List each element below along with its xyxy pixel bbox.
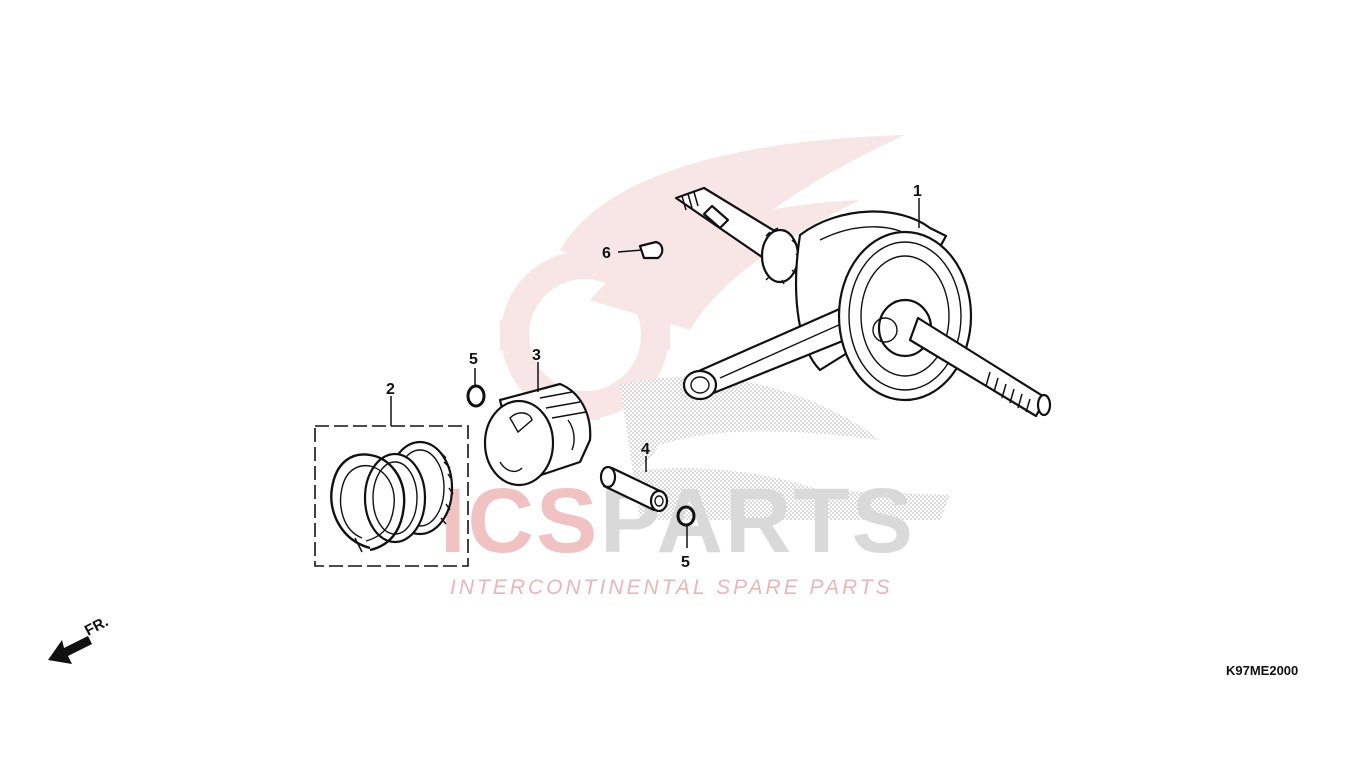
callout-6: 6 <box>602 245 611 262</box>
piston-pin <box>599 465 669 513</box>
crankshaft <box>674 186 1052 418</box>
callout-5-upper: 5 <box>469 351 478 368</box>
front-direction-indicator: FR. <box>48 613 111 664</box>
callout-1: 1 <box>913 183 922 200</box>
watermark-dotted-wing <box>620 376 950 520</box>
front-arrow-icon <box>48 636 92 664</box>
callout-3: 3 <box>532 347 541 364</box>
front-label: FR. <box>82 613 111 639</box>
callout-numbers: 1 2 3 4 5 5 6 <box>386 183 922 571</box>
woodruff-key <box>638 240 664 260</box>
piston-pin-clip-lower <box>676 505 696 527</box>
watermark-brand-ics: ICS <box>440 470 599 572</box>
callout-2: 2 <box>386 381 395 398</box>
leader-lines <box>390 198 920 548</box>
callout-5-lower: 5 <box>681 554 690 571</box>
callout-4: 4 <box>641 441 650 458</box>
drawing-code: K97ME2000 <box>1226 663 1298 678</box>
watermark-tagline: INTERCONTINENTAL SPARE PARTS <box>450 576 893 599</box>
piston-pin-clip-upper <box>466 384 486 408</box>
piston <box>483 382 592 487</box>
